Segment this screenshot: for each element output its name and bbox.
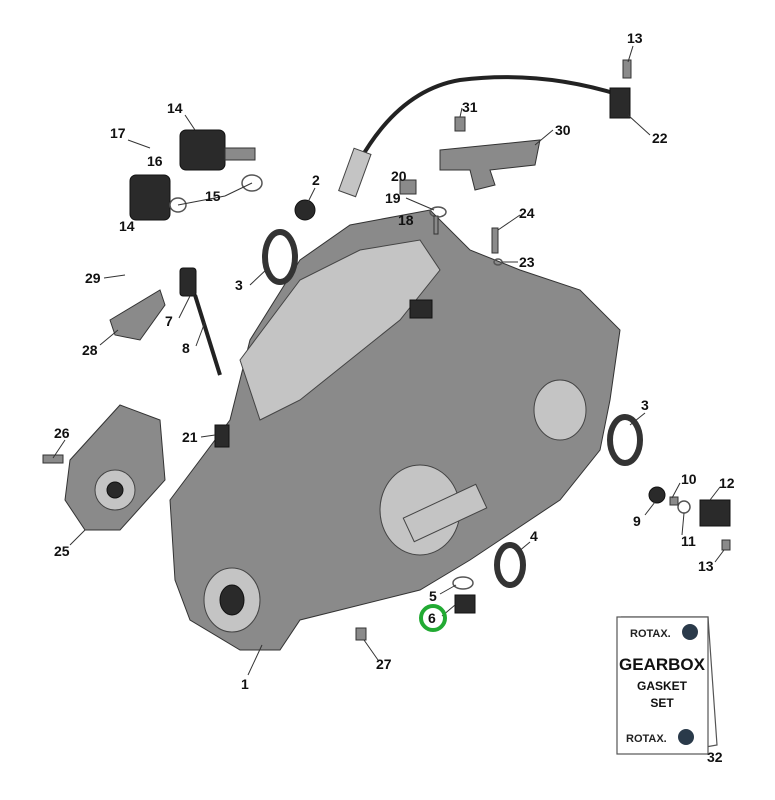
callout-5[interactable]: 5 bbox=[429, 588, 437, 604]
brp-logo-icon bbox=[678, 729, 694, 745]
callout-10[interactable]: 10 bbox=[681, 471, 697, 487]
callout-16[interactable]: 16 bbox=[147, 153, 163, 169]
callout-13[interactable]: 13 bbox=[627, 30, 643, 46]
gearbox-housing[interactable] bbox=[169, 209, 621, 651]
callout-9[interactable]: 9 bbox=[633, 513, 641, 529]
callout-19[interactable]: 19 bbox=[385, 190, 401, 206]
gasket-box-subtitle-1: GASKET bbox=[637, 679, 688, 693]
callout-30[interactable]: 30 bbox=[555, 122, 571, 138]
small-parts[interactable] bbox=[42, 59, 731, 641]
callout-29[interactable]: 29 bbox=[85, 270, 101, 286]
callout-28[interactable]: 28 bbox=[82, 342, 98, 358]
callout-17[interactable]: 17 bbox=[110, 125, 126, 141]
leader-lines bbox=[52, 45, 725, 753]
callout-21[interactable]: 21 bbox=[182, 429, 198, 445]
callout-4[interactable]: 4 bbox=[530, 528, 538, 544]
bracket-30[interactable] bbox=[439, 139, 541, 191]
callout-26[interactable]: 26 bbox=[54, 425, 70, 441]
callout-1[interactable]: 1 bbox=[241, 676, 249, 692]
callout-32[interactable]: 32 bbox=[707, 749, 723, 765]
callout-25[interactable]: 25 bbox=[54, 543, 70, 559]
callout-14-top[interactable]: 14 bbox=[167, 100, 183, 116]
callout-7[interactable]: 7 bbox=[165, 313, 173, 329]
callout-3-left[interactable]: 3 bbox=[235, 277, 243, 293]
callout-14-bottom[interactable]: 14 bbox=[119, 218, 135, 234]
callout-23[interactable]: 23 bbox=[519, 254, 535, 270]
callout-11[interactable]: 11 bbox=[681, 533, 696, 549]
shift-actuator-14[interactable] bbox=[129, 129, 256, 221]
rotax-logo-bottom: ROTAX. bbox=[626, 733, 667, 745]
callout-12[interactable]: 12 bbox=[719, 475, 735, 491]
callout-31[interactable]: 31 bbox=[462, 99, 478, 115]
callout-15[interactable]: 15 bbox=[205, 188, 221, 204]
rotax-logo-top: ROTAX. bbox=[630, 628, 671, 640]
callout-24[interactable]: 24 bbox=[519, 205, 535, 221]
callout-2[interactable]: 2 bbox=[312, 172, 320, 188]
callout-22[interactable]: 22 bbox=[652, 130, 668, 146]
seals[interactable] bbox=[262, 199, 666, 588]
callout-6[interactable]: 6 bbox=[428, 610, 436, 626]
callout-18[interactable]: 18 bbox=[398, 212, 414, 228]
gasket-set-box[interactable]: ROTAX. GEARBOX GASKET SET ROTAX. bbox=[616, 616, 718, 755]
callout-8[interactable]: 8 bbox=[182, 340, 190, 356]
sensor-cable-assembly[interactable] bbox=[338, 75, 631, 198]
gasket-box-title: GEARBOX bbox=[619, 655, 706, 674]
callout-3-right[interactable]: 3 bbox=[641, 397, 649, 413]
callout-20[interactable]: 20 bbox=[391, 168, 407, 184]
brp-logo-icon bbox=[682, 624, 698, 640]
dipstick-7[interactable] bbox=[179, 267, 222, 376]
pump-cover-25[interactable] bbox=[64, 404, 166, 531]
gasket-box-subtitle-2: SET bbox=[650, 696, 674, 710]
callouts: 13 22 31 30 14 17 16 15 14 2 20 19 18 24… bbox=[54, 30, 735, 765]
highlight-circle bbox=[419, 604, 447, 632]
bracket-28[interactable] bbox=[109, 289, 166, 341]
callout-13-bottom[interactable]: 13 bbox=[698, 558, 714, 574]
callout-27[interactable]: 27 bbox=[376, 656, 392, 672]
